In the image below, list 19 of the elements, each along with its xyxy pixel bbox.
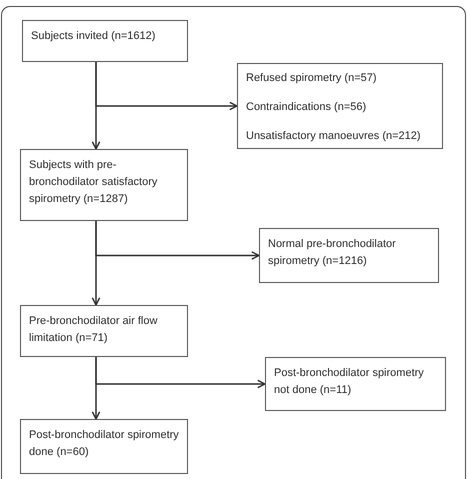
arrow xyxy=(95,62,238,110)
node-text: Pre-bronchodilator air flow limitation (n=71) xyxy=(29,314,158,346)
process-box xyxy=(20,305,188,357)
node-text: Normal pre-bronchodilator spirometry (n=1216) xyxy=(268,237,397,269)
node-text: Subjects with pre-bronchodilator satisfactory spirometry (n=1287) xyxy=(29,158,158,207)
node-text: Contraindications (n=56) xyxy=(246,100,368,115)
process-box xyxy=(20,419,188,474)
process-box xyxy=(265,357,446,411)
node-text: Unsatisfactory manoeuvres (n=212) xyxy=(246,129,422,144)
arrow xyxy=(95,221,260,260)
process-box xyxy=(20,149,188,221)
process-box xyxy=(22,20,188,62)
arrow xyxy=(95,357,266,388)
node-text: Subjects invited (n=1612) xyxy=(31,29,156,44)
process-box xyxy=(237,63,443,149)
node-text: Refused spirometry (n=57) xyxy=(246,71,378,86)
process-box xyxy=(259,228,439,283)
node-text: Post-bronchodilator spirometry done (n=60) xyxy=(29,428,179,460)
node-text: Post-bronchodilator spirometry not done (n=11) xyxy=(274,366,425,398)
